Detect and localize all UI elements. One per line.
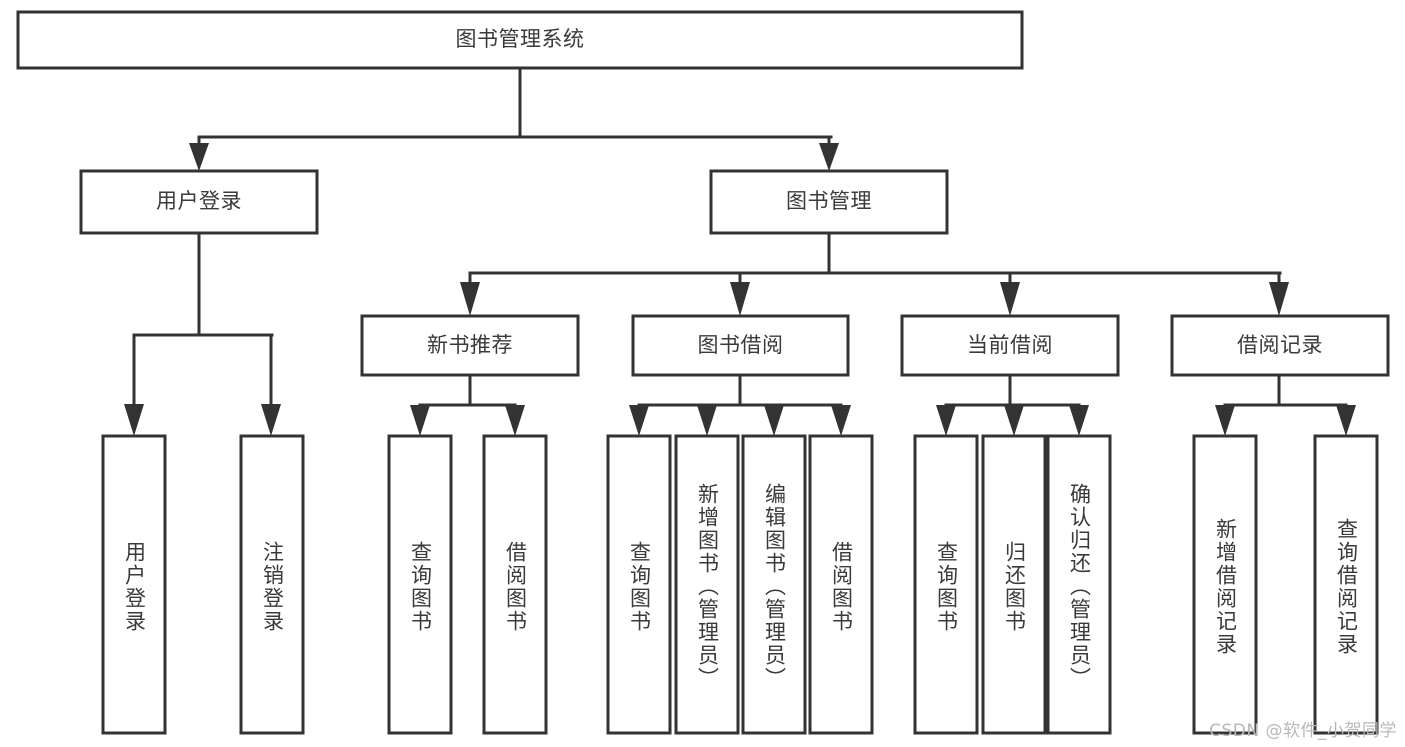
node-box-new-book-recommend[interactable] — [360, 314, 580, 377]
node-box-root[interactable] — [16, 10, 1024, 70]
connector-group — [124, 66, 1356, 436]
node-box-leaf-return-book[interactable] — [981, 434, 1047, 735]
node-box-leaf-add-book-admin[interactable] — [674, 434, 740, 735]
arrow-head-leaf-return-book — [1004, 405, 1024, 436]
node-box-leaf-borrow-book-rec[interactable] — [482, 434, 548, 735]
arrow-head-book-management — [819, 143, 839, 171]
arrow-head-leaf-edit-book-admin — [764, 405, 784, 436]
arrow-head-current-borrow — [1000, 282, 1020, 316]
watermark-text: CSDN @软件_小贺同学 — [1209, 721, 1397, 741]
arrow-head-new-book — [460, 282, 480, 316]
arrow-head-leaf-query-book-rec — [410, 405, 430, 436]
node-box-leaf-query-borrow-record[interactable] — [1313, 434, 1379, 735]
arrow-head-leaf-add-book-admin — [697, 405, 717, 436]
arrow-head-leaf-query-book-borrow — [629, 405, 649, 436]
node-box-leaf-user-logout[interactable] — [239, 434, 305, 735]
node-box-book-management[interactable] — [709, 169, 949, 235]
arrow-head-leaf-user-login — [124, 404, 144, 436]
node-box-current-borrow[interactable] — [900, 314, 1120, 377]
node-box-leaf-query-book-current[interactable] — [913, 434, 979, 735]
arrow-head-user-login — [189, 143, 209, 171]
node-box-layer — [16, 10, 1390, 735]
arrow-head-leaf-user-logout — [261, 404, 281, 436]
node-box-leaf-query-book-borrow[interactable] — [606, 434, 672, 735]
node-box-leaf-query-book-rec[interactable] — [387, 434, 453, 735]
node-box-leaf-borrow-book[interactable] — [808, 434, 874, 735]
node-box-borrow-record[interactable] — [1170, 314, 1390, 377]
arrow-head-leaf-query-borrow-record — [1336, 405, 1356, 436]
arrow-head-leaf-add-borrow-record — [1215, 405, 1235, 436]
node-box-leaf-add-borrow-record[interactable] — [1192, 434, 1258, 735]
arrow-head-leaf-borrow-book-rec — [505, 405, 525, 436]
arrow-head-leaf-query-book-current — [936, 405, 956, 436]
node-box-book-borrow[interactable] — [631, 314, 850, 377]
node-box-leaf-user-login[interactable] — [101, 434, 167, 735]
arrow-head-leaf-borrow-book — [831, 405, 851, 436]
node-box-leaf-edit-book-admin[interactable] — [741, 434, 807, 735]
arrow-head-book-borrow — [730, 282, 750, 316]
node-box-leaf-confirm-return-admin[interactable] — [1046, 434, 1112, 735]
arrow-head-leaf-confirm-return-admin — [1069, 405, 1089, 436]
node-box-user-login[interactable] — [79, 169, 319, 235]
arrow-head-borrow-record — [1269, 282, 1289, 316]
